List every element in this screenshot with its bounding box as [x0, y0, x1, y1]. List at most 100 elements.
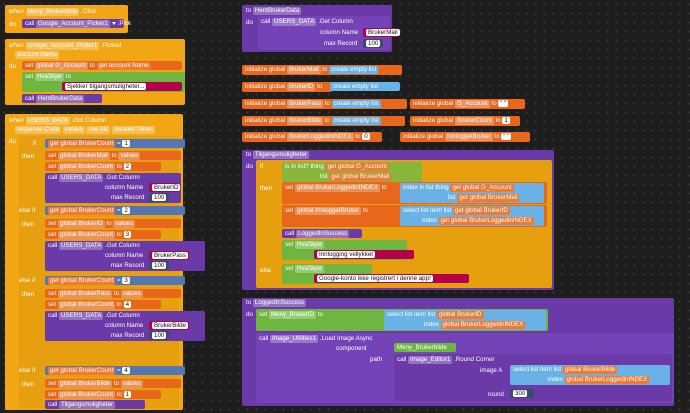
event-block-google-account-picked[interactable]: when Google_Account_Picker1 .Picked acco…	[5, 39, 185, 105]
if-else-block[interactable]: if is in list? thing get global G_Accoun…	[256, 160, 552, 288]
set-count-block[interactable]: set global BrukerCount to 1	[45, 390, 161, 399]
init-global-brukerloggedinindex[interactable]: initialize global BrukerLoggedinINDEX to…	[242, 132, 382, 142]
event-name: .Click	[81, 8, 97, 15]
init-global-brukermail[interactable]: initialize global BrukerMail to create e…	[242, 65, 402, 75]
number-value[interactable]: 2	[122, 207, 130, 214]
set-list-block[interactable]: set global BrukerBilde to values	[45, 379, 181, 388]
get-values[interactable]: values	[118, 152, 141, 160]
string-block[interactable]: BrukerID	[149, 183, 181, 192]
set-count-block[interactable]: set global BrukerCount to 2	[45, 162, 161, 171]
call-getcolumn-block[interactable]: call USERS_DATA .Get Column column Name …	[258, 16, 400, 50]
call-hentbrukerdata-block[interactable]: call HentBrukerData	[22, 94, 102, 103]
procedure-name-field[interactable]: HentBrukerData	[252, 7, 302, 15]
init-global-brukerbilde[interactable]: initialize global BrukerBilde to create …	[242, 116, 405, 126]
init-global-brukercount[interactable]: initialize global BrukerCount to 1	[410, 116, 520, 126]
set-meny-brukerid-text-block[interactable]: set Meny_BrukerID to select list item li…	[256, 309, 548, 331]
init-global-innloggetbruker[interactable]: initialize global InnloggetBruker to " "	[400, 132, 530, 142]
string-block[interactable]: Google-konto ikke registrert i denne app…	[314, 274, 469, 283]
string-block[interactable]: BrukerBilde	[149, 321, 189, 330]
select-list-item-block[interactable]: select list item list get global BrukerI…	[400, 206, 544, 226]
event-block-users-data-got-column[interactable]: when USERS_DATA .Got Column response Cod…	[5, 114, 205, 410]
compare-block[interactable]: get global BrukerCount = 2	[45, 206, 185, 215]
number-block[interactable]: 300	[510, 389, 534, 398]
event-param[interactable]: account Name	[15, 51, 59, 59]
set-list-block[interactable]: set global BrukerID to values	[45, 219, 181, 228]
variable-dropdown[interactable]: global BrukerMail	[58, 152, 110, 160]
procedure-hentbrukerdata[interactable]: to HentBrukerData do call USERS_DATA .Ge…	[242, 5, 400, 52]
set-loggedin-index-block[interactable]: set global BrukerLoggedinINDEX to index …	[282, 182, 547, 204]
to-keyword: to	[116, 163, 122, 170]
component-dropdown[interactable]: Meny_Brukerbilde	[25, 8, 80, 16]
procedure-name-field[interactable]: Tilgangsmuligheter	[252, 151, 309, 159]
set-list-block[interactable]: set global BrukerPass to values	[45, 289, 181, 298]
string-block[interactable]: BrukerMail	[363, 28, 400, 37]
compare-block[interactable]: get global BrukerCount = 1	[45, 139, 185, 148]
procedure-loggedinsuccess[interactable]: to LoggedInSuccess do set Meny_BrukerID …	[242, 298, 674, 406]
string-value[interactable]: Sjekker tilgangsmuligheter...	[65, 83, 147, 90]
procedure-tilgangsmuligheter[interactable]: to Tilgangsmuligheter do if is in list? …	[242, 150, 554, 290]
call-pick-block[interactable]: call Google_Account_Picker1 .Pick	[22, 19, 131, 28]
if-keyword: if	[33, 140, 37, 147]
number-block[interactable]: 100	[149, 331, 169, 340]
select-list-item-block[interactable]: select list item list global BrukerBilde…	[510, 365, 670, 385]
set-g-account-block[interactable]: set global G_Account to get account Name	[22, 61, 182, 70]
call-getcolumn-block[interactable]: call USERS_DATA .Got Column column Name …	[45, 173, 181, 203]
component-dropdown[interactable]: Google_Account_Picker1	[25, 42, 100, 50]
is-in-list-block[interactable]: is in list? thing get global G_Account l…	[282, 162, 422, 182]
call-getcolumn-block[interactable]: call USERS_DATA .Got Column column Name …	[45, 241, 205, 271]
event-param[interactable]: row Ids	[86, 126, 111, 134]
string-block[interactable]: BrukerPass	[149, 251, 189, 260]
create-empty-list-block[interactable]: create empty list	[330, 82, 400, 91]
compare-block[interactable]: get global BrukerCount = 3	[45, 276, 185, 285]
call-getcolumn-block[interactable]: call USERS_DATA .Got Column column Name …	[45, 311, 205, 341]
variable-dropdown[interactable]: global G_Account	[35, 62, 88, 70]
string-block[interactable]: Innlogging vellykket	[314, 250, 414, 259]
set-count-block[interactable]: set global BrukerCount to 3	[45, 230, 161, 239]
init-global-brukerid[interactable]: initialize global BrukerID to	[242, 82, 332, 92]
variable-dropdown[interactable]: global BrukerCount	[58, 163, 115, 171]
procedure-dropdown[interactable]: HentBrukerData	[36, 95, 85, 103]
compare-block[interactable]: get global BrukerCount = 4	[45, 366, 185, 375]
number-block[interactable]: 100	[149, 261, 169, 270]
index-in-list-block[interactable]: index in list thing get global G_Account…	[400, 183, 544, 203]
call-round-corner-block[interactable]: call Image_Editor1 .Round Corner image A…	[394, 354, 672, 401]
component-dropdown[interactable]: USERS_DATA	[59, 174, 104, 182]
number-block[interactable]: 100	[363, 39, 383, 48]
call-loggedinsuccess-block[interactable]: call LoggedInSuccess	[282, 229, 362, 238]
if-else-if-block[interactable]: if get global BrukerCount = 1 then set g…	[19, 136, 205, 409]
component-dropdown[interactable]: HvaSkjer	[35, 73, 65, 81]
call-keyword: call	[25, 20, 35, 27]
method-name: .Pick	[117, 20, 132, 27]
set-list-block[interactable]: set global BrukerMail to values	[45, 151, 181, 160]
when-keyword: when	[9, 8, 24, 15]
set-keyword: set	[25, 73, 34, 80]
component-dropdown[interactable]: Google_Account_Picker1	[36, 20, 110, 28]
procedure-dropdown[interactable]: Tilgangsmuligheter	[59, 401, 116, 409]
when-keyword: when	[9, 42, 24, 49]
number-value[interactable]: 1	[122, 140, 130, 147]
set-count-block[interactable]: set global BrukerCount to 4	[45, 300, 161, 309]
call-load-image-async-block[interactable]: call Image_Utilities1 .Load Image Async …	[256, 333, 674, 403]
call-tilgangsmuligheter-block[interactable]: call Tilgangsmuligheter	[45, 400, 145, 409]
variable-dropdown[interactable]: global BrukerID	[58, 220, 105, 228]
column-name-label: column Name	[105, 184, 144, 191]
set-keyword: set	[25, 62, 34, 69]
procedure-name-field[interactable]: LoggedInSuccess	[252, 299, 307, 307]
init-global-brukerpass[interactable]: initialize global BrukerPass to create e…	[242, 99, 407, 109]
number-block[interactable]: 100	[149, 193, 169, 202]
event-param[interactable]: values	[62, 126, 85, 134]
event-param[interactable]: response Code	[15, 126, 61, 134]
component-block[interactable]: Meny_Brukerbilde	[394, 343, 456, 352]
equals-operator[interactable]: =	[117, 140, 121, 147]
event-block-meny-brukerbilde-click[interactable]: when Meny_Brukerbilde .Click do call Goo…	[5, 5, 131, 33]
event-param[interactable]: created Times	[112, 126, 155, 134]
get-block[interactable]: get account Name	[96, 62, 151, 70]
number-value[interactable]: 2	[123, 163, 132, 170]
component-dropdown[interactable]: USERS_DATA	[25, 117, 70, 125]
init-global-g-account[interactable]: initialize global G_Account to " "	[410, 99, 525, 109]
create-empty-list[interactable]: create empty list	[329, 66, 379, 74]
set-innlogget-bruker-block[interactable]: set global InnloggetBruker to select lis…	[282, 205, 547, 227]
select-list-item-block[interactable]: select list item list global BrukerID in…	[384, 310, 546, 330]
string-block[interactable]: Sjekker tilgangsmuligheter...	[62, 82, 182, 91]
get-brukercount[interactable]: get global BrukerCount	[48, 140, 116, 148]
